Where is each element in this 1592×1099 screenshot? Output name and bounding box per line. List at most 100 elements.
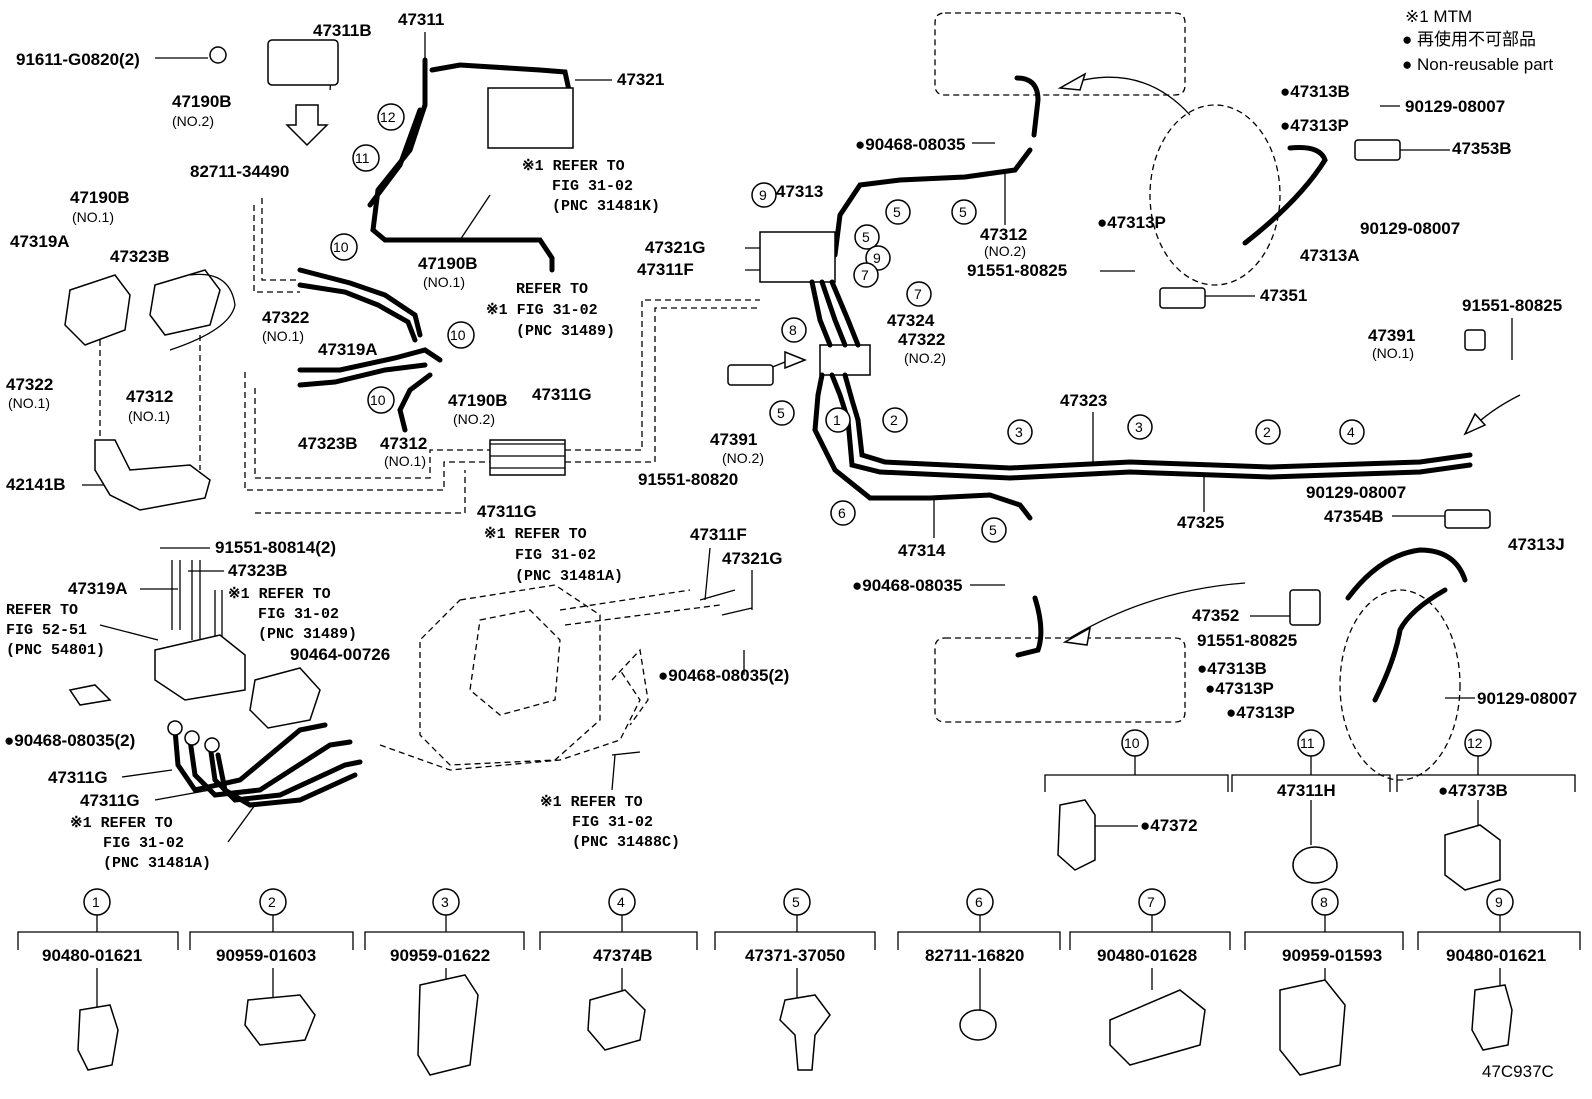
svg-text:1: 1 bbox=[833, 412, 841, 428]
svg-text:90480-01628: 90480-01628 bbox=[1097, 946, 1197, 965]
svg-text:91551-80825: 91551-80825 bbox=[1197, 631, 1297, 650]
svg-text:FIG 31-02: FIG 31-02 bbox=[552, 178, 633, 195]
svg-text:47353B: 47353B bbox=[1452, 139, 1512, 158]
clamp-9: 9 90480-01621 bbox=[1417, 888, 1581, 1051]
pipe-47311-return bbox=[459, 194, 491, 241]
svg-text:※1 REFER TO: ※1 REFER TO bbox=[522, 158, 625, 175]
svg-text:91551-80814(2): 91551-80814(2) bbox=[215, 538, 336, 557]
svg-text:7: 7 bbox=[914, 286, 922, 302]
svg-text:90480-01621: 90480-01621 bbox=[42, 946, 142, 965]
svg-text:47354B: 47354B bbox=[1324, 507, 1384, 526]
svg-text:47325: 47325 bbox=[1177, 513, 1224, 532]
svg-text:47311G: 47311G bbox=[477, 502, 537, 521]
svg-text:47311G: 47311G bbox=[48, 768, 108, 787]
svg-text:47190B: 47190B bbox=[70, 188, 130, 207]
svg-text:5: 5 bbox=[989, 522, 997, 538]
svg-text:47371-37050: 47371-37050 bbox=[745, 946, 845, 965]
svg-text:FIG 31-02: FIG 31-02 bbox=[103, 835, 184, 852]
abs-bracket-right bbox=[611, 648, 649, 726]
pipe-47311F-stub bbox=[699, 589, 736, 601]
bracket-47353B bbox=[1354, 139, 1401, 161]
svg-text:90129-08007: 90129-08007 bbox=[1477, 689, 1577, 708]
bracket-42141B bbox=[94, 439, 211, 511]
svg-text:82711-34490: 82711-34490 bbox=[190, 162, 289, 181]
valve-block-47321 bbox=[487, 87, 574, 149]
svg-text:FIG 31-02: FIG 31-02 bbox=[572, 814, 653, 831]
bolt-91611 bbox=[209, 46, 227, 64]
svg-text:47313: 47313 bbox=[776, 182, 823, 201]
svg-text:90129-08007: 90129-08007 bbox=[1405, 97, 1505, 116]
svg-text:90129-08007: 90129-08007 bbox=[1360, 219, 1460, 238]
svg-text:●90468-08035: ●90468-08035 bbox=[852, 576, 962, 595]
svg-text:47322: 47322 bbox=[6, 375, 53, 394]
pipe-47311 bbox=[370, 57, 555, 273]
route-dash-5 bbox=[565, 299, 760, 451]
svg-text:●47313P: ●47313P bbox=[1205, 679, 1274, 698]
svg-text:90129-08007: 90129-08007 bbox=[1306, 483, 1406, 502]
pipe-47321G-stub bbox=[721, 607, 753, 616]
svg-text:(NO.2): (NO.2) bbox=[453, 411, 495, 427]
svg-text:3: 3 bbox=[1135, 419, 1143, 435]
svg-text:47190B: 47190B bbox=[418, 254, 478, 273]
svg-text:47352: 47352 bbox=[1192, 606, 1239, 625]
bracket-47391-arrowhead bbox=[784, 350, 808, 370]
svg-text:2: 2 bbox=[890, 412, 898, 428]
svg-text:9: 9 bbox=[759, 187, 767, 203]
svg-text:47190B: 47190B bbox=[448, 391, 508, 410]
svg-text:47322: 47322 bbox=[898, 330, 945, 349]
svg-text:FIG 31-02: FIG 31-02 bbox=[515, 547, 596, 564]
svg-text:※1 REFER TO: ※1 REFER TO bbox=[540, 794, 643, 811]
svg-text:(NO.2): (NO.2) bbox=[172, 113, 214, 129]
svg-text:10: 10 bbox=[370, 392, 386, 408]
svg-text:47321: 47321 bbox=[617, 70, 664, 89]
arrow-down-block bbox=[285, 104, 329, 147]
svg-text:●47313B: ●47313B bbox=[1197, 659, 1267, 678]
svg-text:42141B: 42141B bbox=[6, 475, 66, 494]
route-dash-low-1 bbox=[559, 589, 691, 611]
bracket-47352 bbox=[1289, 589, 1321, 626]
pipe-31488C-stub bbox=[611, 751, 641, 756]
svg-text:3: 3 bbox=[441, 894, 449, 910]
svg-text:90959-01593: 90959-01593 bbox=[1282, 946, 1382, 965]
svg-text:47323: 47323 bbox=[1060, 391, 1107, 410]
clamp-8: 8 90959-01593 bbox=[1244, 888, 1404, 1076]
svg-text:(NO.2): (NO.2) bbox=[904, 350, 946, 366]
labels-right: 47313 47321G 47311F 47324 47322 (NO.2) 4… bbox=[637, 82, 1577, 722]
actuator-pipe-3 bbox=[207, 742, 363, 803]
bracket-47311B bbox=[267, 39, 339, 86]
svg-text:10: 10 bbox=[450, 327, 466, 343]
hose-top bbox=[1014, 75, 1041, 138]
svg-text:47311G: 47311G bbox=[532, 385, 592, 404]
svg-text:●47313P: ●47313P bbox=[1280, 116, 1349, 135]
legend-non-reusable-jp: ● 再使用不可部品 bbox=[1402, 29, 1536, 49]
svg-text:●47313P: ●47313P bbox=[1226, 703, 1295, 722]
svg-text:(NO.1): (NO.1) bbox=[128, 408, 170, 424]
bracket-47354B bbox=[1444, 509, 1491, 529]
pipe-47311-branch bbox=[367, 107, 423, 208]
svg-text:47324: 47324 bbox=[887, 311, 935, 330]
pipe-47312-loop bbox=[397, 372, 433, 433]
route-dash-4 bbox=[254, 388, 490, 479]
flex-hose-47313J bbox=[1345, 547, 1468, 601]
fitting-2 bbox=[184, 730, 200, 746]
svg-text:90480-01621: 90480-01621 bbox=[1446, 946, 1546, 965]
callouts-right: 9 5 5 5 9 7 7 8 5 1 2 6 5 3 3 2 4 bbox=[751, 182, 1365, 543]
svg-text:(NO.1): (NO.1) bbox=[72, 209, 114, 225]
svg-text:●90468-08035(2): ●90468-08035(2) bbox=[4, 731, 135, 750]
svg-text:47319A: 47319A bbox=[318, 340, 378, 359]
arrowhead-top bbox=[1057, 72, 1087, 91]
clamp-4: 4 47374B bbox=[539, 888, 698, 1051]
svg-text:※1 REFER TO: ※1 REFER TO bbox=[484, 526, 587, 543]
clamp-table: 1 90480-01621 2 90959-01603 3 90959-0162… bbox=[17, 888, 1581, 1076]
pipe-47311G-lines bbox=[490, 443, 565, 469]
brake-line-47325 bbox=[845, 417, 1473, 481]
svg-text:6: 6 bbox=[838, 505, 846, 521]
svg-text:9: 9 bbox=[1495, 894, 1503, 910]
svg-text:FIG 52-51: FIG 52-51 bbox=[6, 622, 87, 639]
vehicle-outline-top bbox=[934, 12, 1186, 96]
bolt-column-2 bbox=[191, 560, 201, 640]
clamp-3: 3 90959-01622 bbox=[364, 888, 525, 1076]
route-dash-low-2 bbox=[564, 604, 721, 626]
abs-actuator-left bbox=[64, 274, 131, 346]
